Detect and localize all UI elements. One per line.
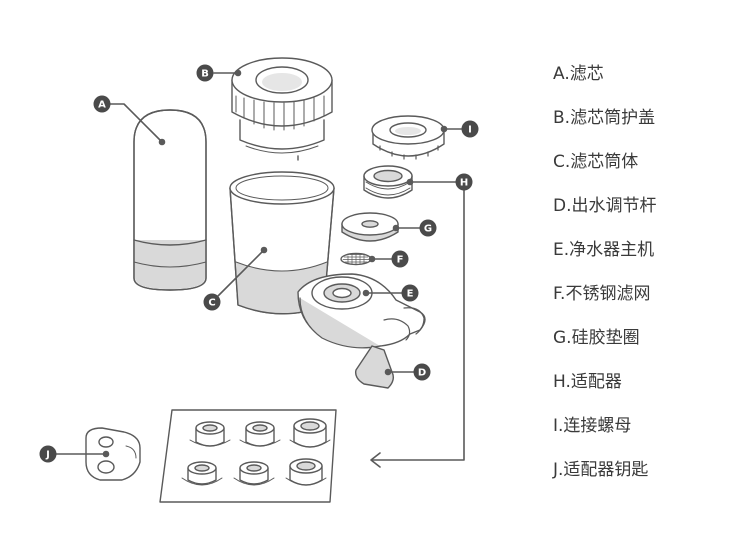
filter-cartridge	[133, 109, 207, 291]
silicone-washer	[341, 212, 399, 242]
svg-text:D: D	[418, 368, 426, 379]
svg-text:G: G	[424, 224, 432, 235]
callout-D: D	[413, 363, 431, 381]
outlet-lever	[354, 345, 395, 389]
svg-text:C: C	[208, 298, 215, 309]
adapter-tray	[159, 409, 337, 503]
svg-text:A: A	[98, 100, 106, 111]
legend-item-j: J.适配器钥匙	[553, 460, 649, 480]
callout-B: B	[196, 64, 214, 82]
svg-text:B: B	[201, 69, 209, 80]
callout-H: H	[455, 173, 473, 191]
legend-item-b: B.滤芯筒护盖	[553, 108, 656, 128]
svg-text:J: J	[45, 450, 50, 461]
tray-adapter	[239, 421, 281, 447]
tray-adapter	[289, 418, 331, 448]
callout-C: C	[203, 293, 221, 311]
adapter-key	[85, 427, 141, 481]
svg-text:F: F	[397, 255, 404, 266]
housing-cap	[231, 57, 333, 161]
tray-adapter	[233, 461, 275, 486]
svg-text:E: E	[407, 289, 414, 300]
tray-adapter	[285, 458, 327, 486]
tray-adapter	[189, 421, 231, 447]
svg-text:I: I	[468, 125, 472, 136]
legend-item-a: A.滤芯	[553, 64, 604, 84]
legend-item-c: C.滤芯筒体	[553, 152, 639, 172]
callout-I: I	[461, 120, 479, 138]
purifier-main-unit	[297, 273, 426, 349]
callout-F: F	[391, 250, 409, 268]
callout-G: G	[419, 219, 437, 237]
filter-mesh	[340, 252, 372, 266]
legend-item-i: I.连接螺母	[553, 416, 632, 436]
svg-text:H: H	[460, 178, 468, 189]
callout-A: A	[93, 95, 111, 113]
legend-item-h: H.适配器	[553, 372, 622, 392]
callout-J: J	[39, 445, 57, 463]
parts-legend: A.滤芯 B.滤芯筒护盖 C.滤芯筒体 D.出水调节杆 E.净水器主机 F.不锈…	[553, 60, 743, 500]
tray-adapter	[181, 461, 223, 486]
callout-E: E	[401, 284, 419, 302]
legend-item-g: G.硅胶垫圈	[553, 328, 640, 348]
adapter	[363, 165, 413, 199]
leader-lines	[55, 69, 465, 468]
callout-badges: A B C D E F G H	[39, 64, 479, 463]
connecting-nut	[371, 115, 445, 160]
legend-item-f: F.不锈钢滤网	[553, 284, 651, 304]
legend-item-e: E.净水器主机	[553, 240, 655, 260]
legend-item-d: D.出水调节杆	[553, 196, 657, 216]
